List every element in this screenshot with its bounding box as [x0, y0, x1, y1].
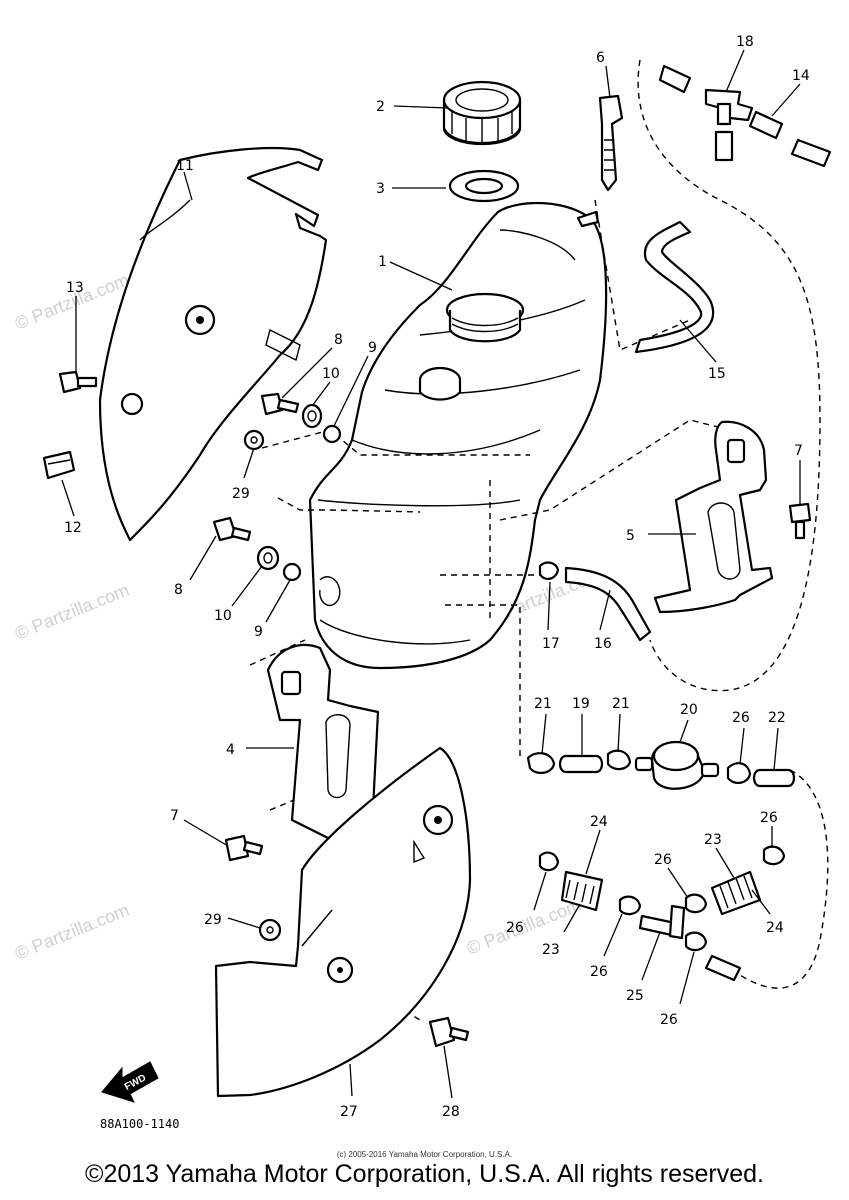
bracket-right [653, 420, 774, 614]
callout-9-lower: 9 [254, 624, 263, 640]
clamp-21-right [606, 749, 632, 771]
callout-22: 22 [768, 710, 786, 726]
callout-21-left: 21 [534, 696, 552, 712]
callout-3: 3 [376, 181, 385, 197]
callout-13: 13 [66, 280, 84, 296]
hose-19 [558, 754, 604, 774]
hose-23-right [710, 870, 762, 916]
clamp-21-left [526, 752, 556, 774]
callout-15: 15 [708, 366, 726, 382]
collar-9-lower [282, 562, 302, 582]
callout-9-upper: 9 [368, 340, 377, 356]
callout-7-lower: 7 [170, 808, 179, 824]
drawing-number: 88A100-1140 [100, 1117, 179, 1131]
callout-5: 5 [626, 528, 635, 544]
watermark: © Partzilla.com [12, 580, 132, 644]
bolt-8-lower [212, 516, 252, 542]
washer-10-upper [301, 403, 323, 429]
callout-26-c: 26 [654, 852, 672, 868]
assembly-lines [249, 59, 829, 1021]
clamp-26-d [684, 931, 708, 952]
callout-20: 20 [680, 702, 698, 718]
bolt-28 [428, 1016, 470, 1048]
copyright-footer: ©2013 Yamaha Motor Corporation, U.S.A. A… [85, 1160, 764, 1188]
bolt-13 [58, 370, 98, 394]
callout-23-left: 23 [542, 942, 560, 958]
callout-26-a: 26 [506, 920, 524, 936]
clamp-26-b [618, 895, 642, 916]
callout-26-b: 26 [590, 964, 608, 980]
washer-29-upper [243, 429, 265, 451]
bracket-left [266, 643, 380, 852]
cap-gasket [448, 169, 520, 203]
callout-18: 18 [736, 34, 754, 50]
callout-25: 25 [626, 988, 644, 1004]
callout-29-upper: 29 [232, 486, 250, 502]
joint-25 [638, 904, 686, 940]
callout-7-upper: 7 [794, 443, 803, 459]
bolt-7-lower [224, 834, 264, 862]
leader-lines [61, 49, 801, 1099]
side-cover-left [98, 146, 328, 542]
callout-27: 27 [340, 1104, 358, 1120]
clip [42, 450, 76, 480]
fuel-filter [634, 740, 720, 790]
hose-22 [752, 768, 796, 788]
fuel-tank [308, 201, 608, 670]
watermark: © Partzilla.com [12, 900, 132, 964]
callout-21-right: 21 [612, 696, 630, 712]
clamp-26-a [538, 851, 560, 872]
callout-29-lower: 29 [204, 912, 222, 928]
collar-9-upper [322, 424, 342, 444]
tank-cap [442, 80, 522, 146]
callout-4: 4 [226, 742, 235, 758]
callout-11: 11 [176, 158, 194, 174]
hose-23-left [560, 870, 604, 912]
callout-23-right: 23 [704, 832, 722, 848]
callout-19: 19 [572, 696, 590, 712]
callout-6: 6 [596, 50, 605, 66]
callout-28: 28 [442, 1104, 460, 1120]
clamp-26-c [684, 893, 708, 914]
washer-10-lower [256, 545, 280, 571]
callout-2: 2 [376, 99, 385, 115]
fuel-gauge [598, 94, 624, 192]
callout-10-upper: 10 [322, 366, 340, 382]
callouts: 1 2 3 6 18 14 15 11 13 12 8 10 9 29 8 10… [64, 34, 810, 1120]
callout-8-upper: 8 [334, 332, 343, 348]
clamp-17 [538, 561, 560, 580]
fuel-hose-16 [564, 566, 652, 642]
washer-29-lower [258, 918, 282, 942]
forward-arrow: FWD [101, 1061, 159, 1103]
callout-26-d: 26 [660, 1012, 678, 1028]
callout-24-right: 24 [766, 920, 784, 936]
hose-end [704, 954, 742, 982]
callout-10-lower: 10 [214, 608, 232, 624]
small-copyright: (c) 2005-2016 Yamaha Motor Corporation, … [336, 1150, 513, 1159]
bolt-8-upper [260, 392, 300, 416]
callout-12: 12 [64, 520, 82, 536]
clamp-26-e [762, 845, 786, 866]
callout-26-filter: 26 [732, 710, 750, 726]
vent-hose-assembly [634, 64, 832, 354]
callout-1: 1 [378, 254, 387, 270]
clamp-26-filter [726, 762, 752, 784]
callout-8-lower: 8 [174, 582, 183, 598]
callout-17: 17 [542, 636, 560, 652]
callout-16: 16 [594, 636, 612, 652]
bolt-7-upper [788, 502, 812, 540]
watermark: © Partzilla.com [464, 895, 584, 959]
side-cover-lower [214, 746, 472, 1098]
callout-24-left: 24 [590, 814, 608, 830]
callout-14: 14 [792, 68, 810, 84]
callout-26-e: 26 [760, 810, 778, 826]
